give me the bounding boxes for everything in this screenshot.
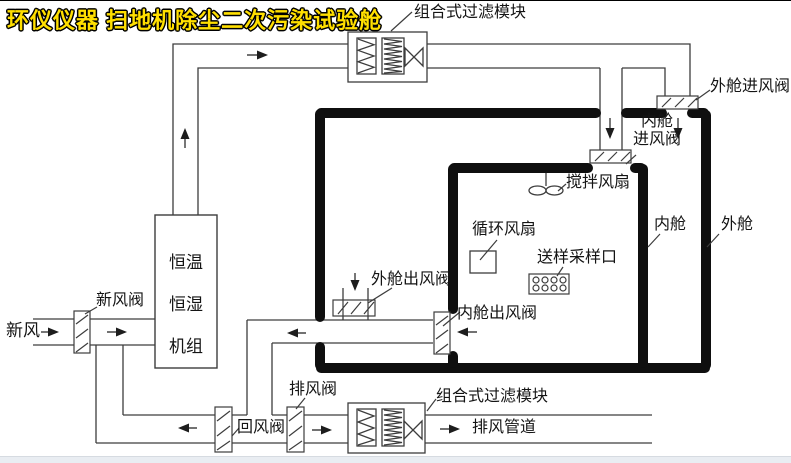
filter-module-top-icon	[347, 31, 428, 83]
fresh-air-valve-icon	[73, 310, 91, 354]
label-circulation-fan: 循环风扇	[472, 221, 537, 238]
ahu-label-line2: 恒湿	[169, 295, 203, 314]
label-fresh-air: 新风	[6, 321, 40, 340]
label-outer-chamber: 外舱	[721, 216, 754, 233]
label-top-filter-module: 组合式过滤模块	[414, 4, 527, 21]
ahu-label-line1: 恒温	[169, 253, 203, 272]
inner-chamber-wall	[448, 163, 648, 368]
supply-duct	[172, 43, 691, 215]
filter-module-bottom-icon	[347, 402, 426, 454]
label-inner-inlet-valve-line2: 进风阀	[632, 131, 681, 148]
label-outer-outlet-valve: 外舱出风阀	[371, 271, 452, 288]
label-return-valve: 回风阀	[237, 419, 286, 436]
outer-chamber-wall	[315, 108, 711, 373]
label-exhaust-duct: 排风管道	[472, 419, 537, 436]
label-inner-inlet-valve-line1: 内舱	[640, 113, 673, 130]
label-exhaust-valve: 排风阀	[289, 381, 338, 398]
fresh-air-duct	[33, 318, 155, 346]
inner-inlet-valve-icon	[589, 149, 632, 164]
return-valve-icon	[214, 406, 233, 453]
bottom-strip	[0, 456, 791, 463]
ahu-label-line3: 机组	[169, 337, 203, 356]
sample-port-icon	[528, 273, 570, 295]
label-stirring-fan: 搅拌风扇	[566, 174, 631, 191]
label-fresh-air-valve: 新风阀	[96, 292, 145, 309]
label-inner-outlet-valve: 内舱出风阀	[457, 305, 538, 322]
label-pointer-lines	[84, 11, 720, 437]
ahu-box	[154, 214, 218, 369]
top-border-line	[0, 0, 791, 1]
label-sample-port: 送样采样口	[537, 249, 618, 266]
exhaust-valve-icon	[286, 406, 305, 453]
ahu-unit-label: 恒温 恒湿 机组	[155, 248, 217, 357]
circulation-fan-icon	[469, 250, 497, 274]
outer-inlet-valve-icon	[656, 95, 699, 110]
outer-outlet-valve-icon	[332, 299, 376, 317]
label-bottom-filter-module: 组合式过滤模块	[436, 388, 549, 405]
label-inner-inlet-valve: 内舱 进风阀	[626, 113, 688, 149]
label-inner-chamber: 内舱	[654, 216, 687, 233]
stirring-fan-icon	[528, 173, 564, 196]
page-title: 环仪仪器 扫地机除尘二次污染试验舱	[7, 8, 383, 33]
flow-arrow-icons	[41, 50, 683, 435]
inner-outlet-valve-icon	[433, 311, 451, 355]
label-outer-inlet-valve: 外舱进风阀	[710, 78, 791, 95]
